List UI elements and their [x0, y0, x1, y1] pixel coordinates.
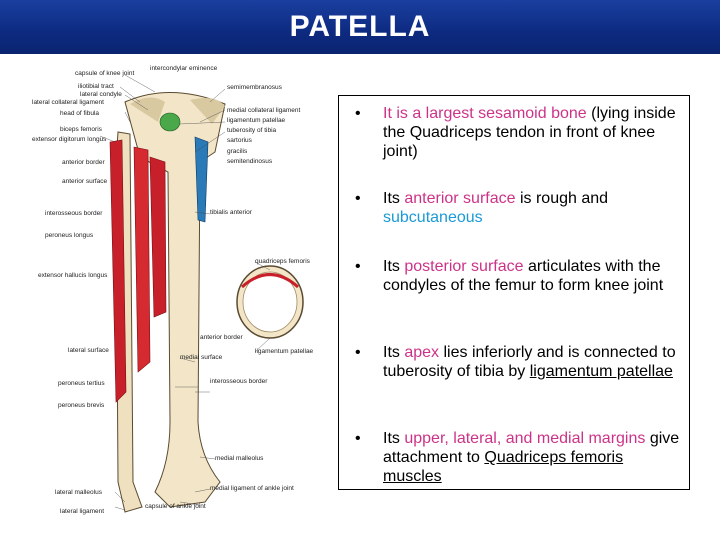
label-interosseous-left: interosseous border: [45, 210, 103, 217]
title-bar: PATELLA: [0, 0, 720, 54]
bullet-4-c: lies inferiorly and is connected to tube…: [383, 344, 676, 380]
label-ant-border-left: anterior border: [62, 159, 105, 166]
bullet-dot: •: [355, 190, 361, 207]
label-gracilis: gracilis: [227, 148, 248, 155]
bullet-2-a: Its: [383, 190, 405, 207]
bullet-4-highlight: apex: [404, 344, 440, 361]
medial-condyle-shade: [190, 98, 225, 124]
label-biceps: biceps femoris: [60, 126, 102, 133]
bullet-dot: •: [355, 344, 361, 361]
label-lat-coll-lig: lateral collateral ligament: [32, 99, 104, 106]
bullet-2-highlight: anterior surface: [404, 190, 516, 207]
label-lig-patellae: ligamentum patellae: [255, 348, 314, 355]
label-head-fibula: head of fibula: [60, 110, 100, 117]
patella-facts-box: • It is a largest sesamoid bone (lying i…: [338, 95, 690, 490]
bullet-5-underlined: Quadriceps femoris muscles: [383, 449, 624, 485]
bullet-5-highlight: upper, lateral, and medial margins: [404, 430, 646, 447]
label-lateral-surface: lateral surface: [68, 347, 109, 354]
bullet-5-a: Its: [383, 430, 405, 447]
label-intercondylar: intercondylar eminence: [150, 65, 218, 72]
bullet-5-c: give attachment to: [383, 430, 680, 466]
label-tuberosity: tuberosity of tibia: [227, 127, 277, 134]
leader-lines: [99, 74, 271, 511]
bullet-4-a: Its: [383, 344, 405, 361]
label-peroneus-brevis: peroneus brevis: [58, 402, 105, 409]
label-quadriceps: quadriceps femoris: [255, 258, 310, 265]
tibialis-muscle: [149, 156, 167, 318]
label-lateral-condyle: lateral condyle: [80, 91, 122, 98]
label-capsule-knee: capsule of knee joint: [75, 70, 135, 77]
label-iliotibial: iliotibial tract: [78, 83, 114, 90]
bullet-2-blue: subcutaneous: [383, 209, 483, 226]
label-peroneus-tertius: peroneus tertius: [58, 380, 105, 387]
label-lig-patellae-top: ligamentum patellae: [227, 117, 286, 124]
bullet-dot: •: [355, 430, 361, 447]
label-sartorius: sartorius: [227, 137, 252, 144]
label-ext-hallucis: extensor hallucis longus: [38, 272, 108, 279]
bullet-1-highlight: It is a largest sesamoid bone: [383, 105, 587, 122]
bullet-dot: •: [355, 105, 361, 122]
patella-inner: [242, 271, 298, 333]
label-semimembranosus: semimembranosus: [227, 84, 282, 91]
label-med-lig-ankle: medial ligament of ankle joint: [210, 485, 294, 492]
label-semitendinosus: semitendinosus: [227, 158, 273, 165]
label-med-malleolus: medial malleolus: [215, 455, 264, 462]
label-lat-malleolus: lateral malleolus: [55, 489, 102, 496]
extensor-muscle: [133, 146, 151, 373]
bullet-3-c: articulates with the condyles of the fem…: [383, 258, 664, 294]
bullet-dot: •: [355, 258, 361, 275]
bullet-1-rest: (lying inside the Quadriceps tendon in f…: [383, 105, 676, 160]
tibia-fibula-illustration: capsule of knee joint intercondylar emin…: [30, 62, 330, 522]
label-medial-surface: medial surface: [180, 354, 223, 361]
peroneus-muscle: [109, 139, 127, 403]
label-ext-dig: extensor digitorum longus: [32, 136, 107, 143]
bullet-3-highlight: posterior surface: [404, 258, 524, 275]
label-ant-surface: anterior surface: [62, 178, 108, 185]
label-ant-border-right: anterior border: [200, 334, 243, 341]
patella-quadriceps-insertion: [241, 273, 299, 289]
medial-tendons: [194, 136, 209, 223]
bone-drawing: [99, 74, 304, 513]
bullet-4-underlined: ligamentum patellae: [529, 363, 673, 380]
label-lat-ligament: lateral ligament: [60, 508, 105, 515]
ligament-patellae-attachment: [159, 112, 181, 132]
label-peroneus-longus: peroneus longus: [45, 232, 94, 239]
label-med-coll-lig: medial collateral ligament: [227, 107, 301, 114]
label-tibialis-ant: tibialis anterior: [210, 209, 252, 216]
page-title: PATELLA: [289, 10, 431, 43]
label-interosseous-right: interosseous border: [210, 378, 268, 385]
label-capsule-ankle: capsule of ankle joint: [145, 503, 206, 510]
bullet-2-c: is rough and: [515, 190, 609, 207]
bullet-3-a: Its: [383, 258, 405, 275]
